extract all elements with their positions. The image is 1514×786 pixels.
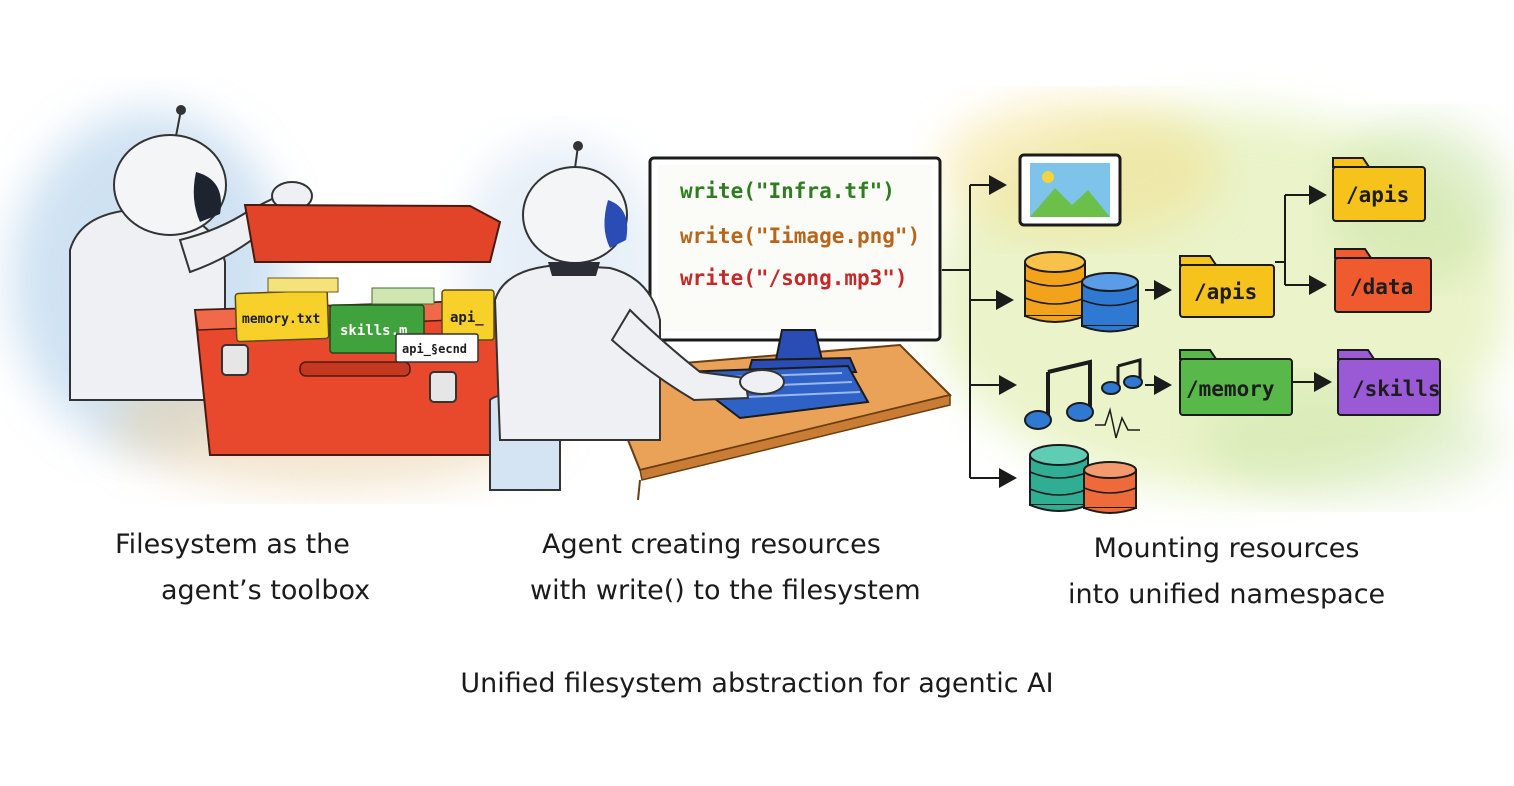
folder-data-label: /data (1350, 275, 1413, 299)
database-icon (1024, 251, 1139, 333)
monitor-icon: write("Infra.tf") write("Iimage.png") wr… (648, 156, 942, 376)
code-line-1: write("Infra.tf") (680, 179, 895, 203)
folder-memory: /memory (1179, 349, 1293, 416)
music-notes-icon (1024, 358, 1143, 439)
image-file-icon (1018, 153, 1122, 227)
mount-connectors (942, 175, 1332, 488)
folder-skills-label: /skills (1352, 377, 1441, 401)
folder-apis-top: /apis (1332, 157, 1426, 222)
file-skills-label: skills.m (340, 323, 407, 339)
folder-apis-top-label: /apis (1346, 183, 1409, 207)
caption-toolbox-line1: Filesystem as the (115, 529, 350, 560)
folder-apis-mid: /apis (1179, 255, 1275, 318)
toolbox-files: memory.txt skills.m api_ api_§ecnd (234, 277, 495, 363)
caption-write-line1: Agent creating resources (542, 529, 881, 560)
caption-write-line2: with write() to the filesystem (530, 575, 921, 606)
caption-mount-line1: Mounting resources (1093, 533, 1360, 564)
caption-toolbox-line2: agent’s toolbox (161, 575, 371, 606)
file-memory-label: memory.txt (242, 312, 320, 327)
file-api-second (395, 333, 479, 363)
caption-toolbox: Filesystem as the agent’s toolbox (115, 522, 370, 614)
database-icon-lower (1029, 444, 1137, 514)
caption-write: Agent creating resources with write() to… (530, 522, 921, 614)
folder-memory-label: /memory (1186, 377, 1275, 401)
computer-robot (489, 141, 785, 491)
code-line-3: write("/song.mp3") (680, 266, 908, 290)
toolbox-robot (69, 105, 313, 401)
code-line-2: write("Iimage.png") (680, 224, 920, 248)
main-caption: Unified filesystem abstraction for agent… (460, 668, 1054, 699)
file-api-label: api_ (450, 310, 484, 326)
caption-mount: Mounting resources into unified namespac… (1068, 526, 1385, 618)
folder-skills: /skills (1337, 349, 1441, 416)
file-api-second-label: api_§ecnd (402, 342, 467, 357)
folder-data: /data (1334, 248, 1432, 313)
caption-mount-line2: into unified namespace (1068, 579, 1386, 610)
folder-apis-mid-label: /apis (1194, 280, 1257, 304)
